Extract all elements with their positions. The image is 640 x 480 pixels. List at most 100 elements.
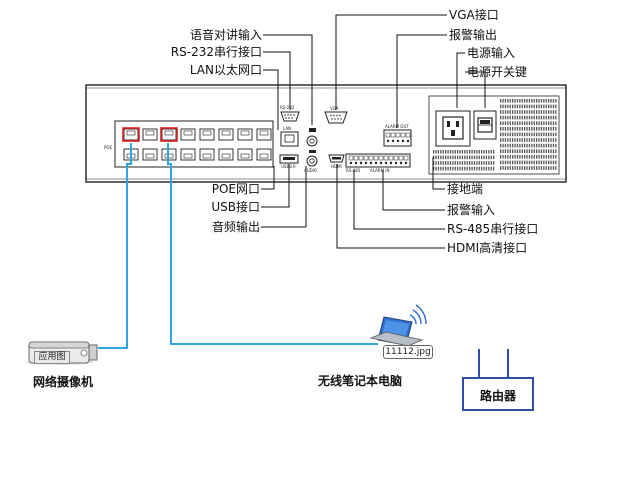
vent-slot (504, 138, 507, 142)
vent-slot (538, 127, 540, 131)
vent-slot (509, 104, 511, 109)
vent-slot (504, 149, 507, 153)
vent-slot (433, 150, 435, 154)
vent-slot (490, 166, 492, 171)
vent-slot (538, 160, 540, 165)
vent-slot (464, 166, 466, 171)
vent-slot (449, 150, 452, 154)
vent-slot (464, 150, 466, 154)
laptop-label: 无线笔记本电脑 (318, 374, 403, 388)
vent-slot (555, 115, 557, 120)
vent-slot (442, 161, 444, 165)
vent-slot (524, 127, 526, 131)
vent-slot (447, 155, 449, 160)
terminal-pin (373, 155, 379, 161)
vent-slot (457, 161, 459, 165)
terminal-screw (359, 161, 363, 165)
panel-label-vga: VGA (330, 106, 339, 111)
vent-slot (457, 166, 459, 171)
vent-slot (538, 149, 540, 153)
vent-slot (452, 161, 454, 165)
callout-poe: POE网口 (211, 182, 260, 196)
poe-port-latch (202, 153, 212, 159)
rs232-port (280, 111, 300, 122)
vent-slot (516, 121, 519, 125)
vent-slot (447, 166, 449, 171)
alarm-out-screw (391, 139, 395, 143)
vent-slot (435, 161, 437, 165)
vent-slot (550, 127, 552, 131)
vent-slot (445, 155, 447, 160)
vent-slot (504, 115, 507, 120)
vent-slot (526, 132, 528, 137)
vent-slot (526, 99, 528, 103)
vent-slot (550, 160, 552, 165)
vent-slot (524, 110, 526, 114)
vent-slot (533, 127, 535, 131)
vent-slot (507, 115, 509, 120)
vent-slot (540, 132, 543, 137)
vent-slot (504, 99, 507, 103)
vent-slot (488, 166, 490, 171)
vent-slot (507, 104, 509, 109)
vent-slot (509, 99, 511, 103)
vent-slot (519, 121, 521, 125)
callout-rs485: RS-485串行接口 (447, 222, 539, 236)
vent-slot (445, 166, 447, 171)
vent-slot (540, 115, 543, 120)
vent-slot (538, 143, 540, 148)
vent-slot (454, 155, 456, 160)
vent-slot (528, 127, 531, 131)
vent-slot (524, 115, 526, 120)
vent-slot (440, 150, 442, 154)
vent-slot (469, 155, 471, 160)
vent-slot (509, 121, 511, 125)
panel-label-rs485: RS-485 (346, 168, 361, 173)
vent-slot (538, 155, 540, 159)
vent-slot (500, 104, 502, 109)
poe-port-latch (259, 153, 269, 159)
vent-slot (490, 150, 492, 154)
vent-slot (452, 166, 454, 171)
vent-slot (500, 155, 502, 159)
vent-slot (445, 161, 447, 165)
vent-slot (504, 155, 507, 159)
vent-slot (538, 138, 540, 142)
terminal-screw (374, 161, 378, 165)
vent-slot (471, 166, 473, 171)
terminal-screw (354, 161, 358, 165)
vent-slot (500, 132, 502, 137)
vent-slot (502, 104, 504, 109)
vent-slot (555, 143, 557, 148)
vent-slot (459, 166, 461, 171)
vent-slot (526, 104, 528, 109)
vent-slot (464, 161, 466, 165)
vent-slot (533, 115, 535, 120)
vent-slot (555, 155, 557, 159)
vent-slot (555, 166, 557, 170)
vent-slot (555, 127, 557, 131)
vent-slot (488, 155, 490, 160)
vent-slot (528, 99, 531, 103)
vent-slot (502, 138, 504, 142)
vent-slot (509, 132, 511, 137)
vent-slot (507, 110, 509, 114)
vent-slot (521, 143, 523, 148)
vent-slot (536, 115, 538, 120)
vent-slot (545, 127, 547, 131)
vent-slot (442, 155, 444, 160)
vent-slot (555, 99, 557, 103)
vent-slot (536, 110, 538, 114)
vent-slot (483, 161, 485, 165)
vent-slot (548, 127, 550, 131)
vent-slot (512, 110, 514, 114)
vent-slot (500, 160, 502, 165)
vent-slot (507, 132, 509, 137)
vent-slot (437, 150, 440, 154)
cables (98, 143, 378, 349)
vent-slot (548, 104, 550, 109)
vent-slot (524, 143, 526, 148)
vent-slot (550, 143, 552, 148)
vent-slot (478, 161, 480, 165)
vent-slot (481, 166, 483, 171)
